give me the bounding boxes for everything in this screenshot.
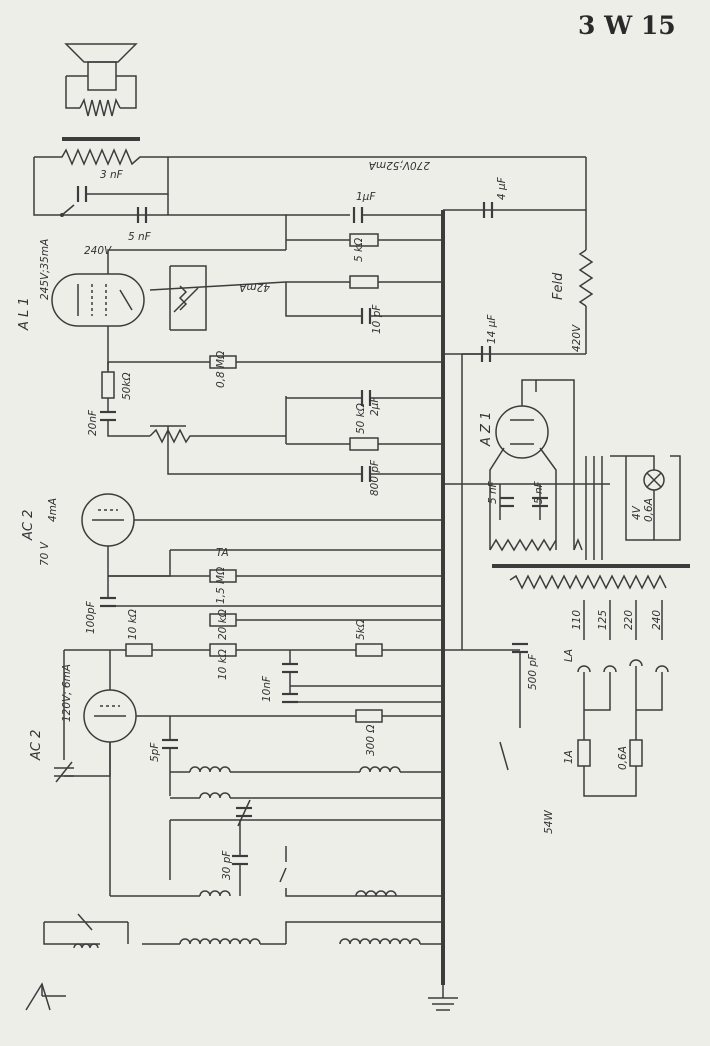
label-4v: 4V <box>631 505 643 520</box>
ground-icon <box>428 985 458 1011</box>
label-420v: 420V <box>571 324 583 352</box>
label-al1: A L 1 <box>17 297 32 331</box>
tube-ac2-lower <box>83 689 137 743</box>
label-ac2-lower: AC 2 <box>29 730 44 761</box>
label-500pf: 500 pF <box>527 653 539 690</box>
label-08mohm: 0,8 MΩ <box>215 351 227 388</box>
label-30pf: 30 pF <box>221 850 233 880</box>
label-al1-volt: 245V;35mA <box>39 239 51 300</box>
potentiometer-top <box>169 265 207 331</box>
label-20nf: 20nF <box>87 409 99 436</box>
tube-ac2-upper <box>81 493 135 547</box>
label-50kohm-b: 50 kΩ <box>355 403 367 434</box>
label-ta: TA <box>216 547 229 559</box>
label-110: 110 <box>571 610 583 630</box>
label-270v: 270V;52mA <box>369 159 430 171</box>
page-title: 3 W 15 <box>578 11 676 40</box>
label-10nf: 10nF <box>261 675 273 702</box>
coil-group <box>170 766 443 799</box>
label-5nf-b: 5 nF <box>533 480 545 504</box>
label-120v: 120V; 6mA <box>61 664 73 722</box>
label-5pf: 5pF <box>149 742 161 762</box>
label-la: LA <box>563 649 575 662</box>
label-10kohm-b: 10 kΩ <box>217 649 229 680</box>
output-transformer <box>34 137 586 166</box>
label-240: 240 <box>651 610 663 630</box>
label-54w: 54W <box>543 810 555 834</box>
label-220: 220 <box>623 610 635 630</box>
label-06a-b: 0,6A <box>617 746 629 770</box>
label-1a: 1A <box>563 750 575 764</box>
label-5kohm: 5 kΩ <box>353 238 365 262</box>
label-20kohm: 20 kΩ <box>217 609 229 640</box>
label-az1: A Z 1 <box>479 412 494 447</box>
tube-al1 <box>51 273 145 327</box>
label-2uf: 2µF <box>369 396 381 416</box>
label-300ohm: 300 Ω <box>365 725 377 756</box>
label-42ma: 42mA <box>239 281 270 293</box>
label-800pf: 800 pF <box>369 459 381 496</box>
label-240v: 240V <box>84 245 112 257</box>
label-5nf-a: 5 nF <box>487 480 499 504</box>
label-4ma: 4mA <box>47 498 59 522</box>
label-100pf: 100pF <box>85 600 97 634</box>
lamp-icon <box>643 469 665 491</box>
label-10kohm-a: 10 kΩ <box>127 609 139 640</box>
label-4uf: 4 µF <box>496 176 508 200</box>
label-5nf: 5 nF <box>128 231 152 243</box>
loudspeaker-icon <box>64 43 138 117</box>
label-3nf: 3 nF <box>100 169 124 181</box>
label-5kohm-b: 5kΩ <box>355 619 367 640</box>
label-15mohm: 1,5 MΩ <box>215 567 227 604</box>
power-transformer <box>489 456 690 590</box>
label-70v: 70 V <box>39 541 51 566</box>
tube-az1 <box>495 379 549 459</box>
label-1uf: 1µF <box>356 191 376 203</box>
label-50kohm-a: 50kΩ <box>121 373 133 400</box>
label-14uf: 14 µF <box>486 314 498 344</box>
antenna-icon <box>25 982 66 1011</box>
label-125: 125 <box>597 610 609 630</box>
label-10pf: 10 pF <box>371 304 383 334</box>
label-06a: 0,6A <box>643 498 655 522</box>
label-feld: Feld <box>551 272 566 300</box>
label-ac2-upper: AC 2 <box>21 510 36 541</box>
